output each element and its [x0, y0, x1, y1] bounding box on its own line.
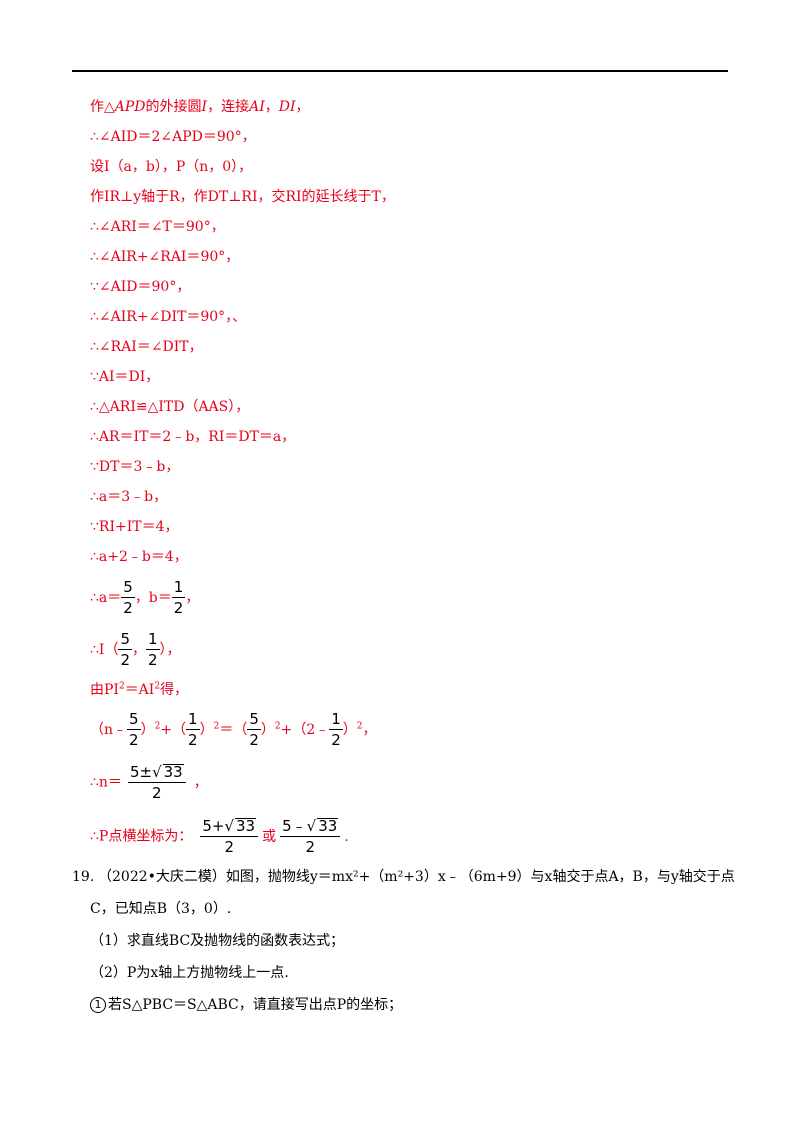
question-number: 19. — [72, 869, 95, 885]
sqrt-symbol: √ — [306, 817, 317, 835]
solution-line-15: ∵RI+IT＝4， — [90, 519, 179, 535]
solution-line-6: ∴∠AIR+∠RAI＝90°， — [90, 249, 240, 265]
solution-line-8: ∴∠AIR+∠DIT＝90°，、 — [90, 309, 247, 325]
solution-line-14: ∴a＝3﹣b， — [90, 489, 168, 505]
solution-line-5: ∴∠ARI＝∠T＝90°， — [90, 219, 225, 235]
question-line-2: C，已知点B（3，0）. — [90, 901, 232, 917]
solution-line-13: ∵DT＝3﹣b， — [90, 459, 180, 475]
solution-line-12: ∴AR＝IT＝2﹣b，RI＝DT＝a， — [90, 429, 296, 445]
solution-line-3: 设I（a，b），P（n，0）， — [90, 159, 253, 175]
sqrt-symbol: √ — [224, 817, 235, 835]
header-rule — [72, 70, 728, 72]
solution-line-9: ∴∠RAI＝∠DIT， — [90, 339, 203, 355]
solution-line-16: ∴a+2﹣b＝4， — [90, 549, 188, 565]
sqrt-symbol: √ — [152, 763, 162, 781]
solution-line-7: ∵∠AID＝90°， — [90, 279, 191, 295]
circled-number: 1 — [90, 997, 106, 1013]
solution-line-11: ∴△ARI≌△ITD（AAS）， — [90, 399, 250, 415]
solution-line-4: 作IR⊥y轴于R，作DT⊥RI，交RI的延长线于T， — [90, 189, 395, 205]
question-line-1: （2022•大庆二模）如图，抛物线y＝mx²+（m²+3）x﹣（6m+9）与x轴… — [98, 869, 735, 885]
solution-line-19: 由PI2＝AI2得， — [90, 681, 189, 698]
solution-line-2: ∴∠AID＝2∠APD＝90°， — [90, 129, 256, 145]
solution-line-10: ∵AI＝DI， — [90, 369, 160, 385]
question-part-2: （2）P为x轴上方抛物线上一点. — [90, 965, 289, 981]
question-part-1: （1）求直线BC及抛物线的函数表达式； — [90, 933, 345, 949]
solution-line-1: 作△APD的外接圆I，连接AI，DI， — [90, 99, 310, 115]
